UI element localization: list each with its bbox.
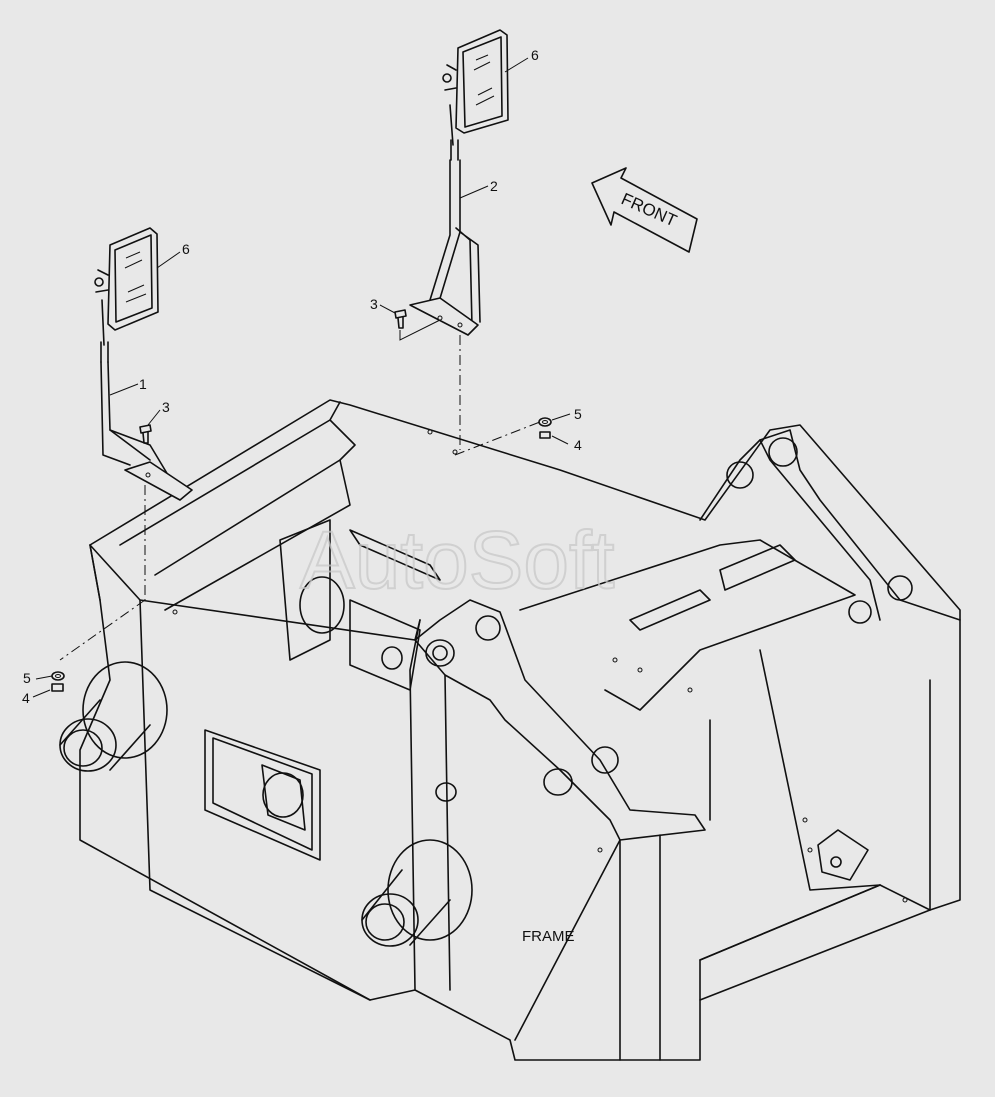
callout-nut-right: 4 xyxy=(574,437,582,453)
left-bolt-icon xyxy=(139,424,152,444)
leader-lines xyxy=(32,57,571,698)
left-washer-icon xyxy=(51,671,65,681)
callout-mirror-left: 6 xyxy=(182,241,190,257)
right-mirror-icon xyxy=(442,29,509,146)
right-mirror-group xyxy=(394,29,552,456)
callout-washer-left: 5 xyxy=(23,670,31,686)
callout-bracket-right: 2 xyxy=(490,178,498,194)
callout-labels: 6 6 1 2 3 3 5 4 5 4 FRAME xyxy=(22,47,582,945)
right-mirror-bracket-icon xyxy=(409,139,481,336)
right-bolt-icon xyxy=(394,309,407,329)
callout-bolt-left: 3 xyxy=(162,399,170,415)
left-mirror-group xyxy=(51,227,193,692)
frame-assembly xyxy=(59,399,961,1061)
callout-mirror-right: 6 xyxy=(531,47,539,63)
left-nut-icon xyxy=(51,683,64,692)
frame-label: FRAME xyxy=(522,928,575,945)
left-mirror-bracket-icon xyxy=(100,341,193,501)
front-direction-arrow: FRONT xyxy=(591,167,698,253)
callout-nut-left: 4 xyxy=(22,690,30,706)
right-nut-icon xyxy=(539,431,551,439)
callout-washer-right: 5 xyxy=(574,406,582,422)
watermark: AutoSoft xyxy=(300,515,615,606)
left-mirror-icon xyxy=(94,227,159,346)
callout-bolt-right: 3 xyxy=(370,296,378,312)
callout-bracket-left: 1 xyxy=(139,376,147,392)
right-washer-icon xyxy=(538,417,552,427)
